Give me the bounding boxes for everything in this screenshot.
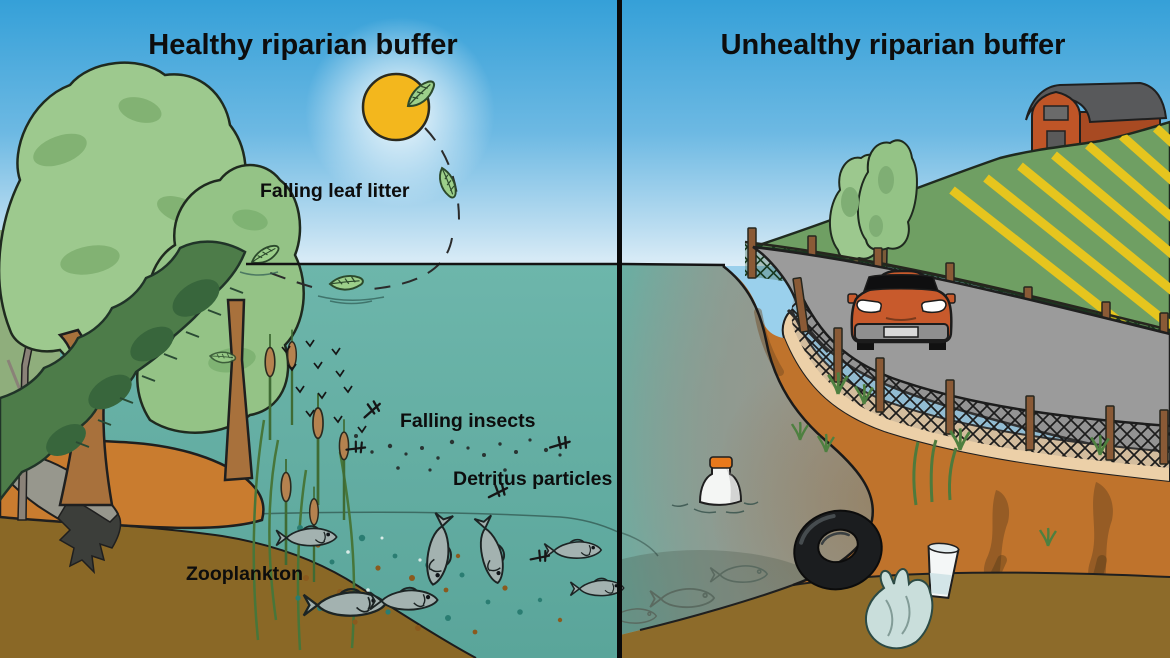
plastic-cup (927, 542, 960, 599)
title-right: Unhealthy riparian buffer (721, 29, 1066, 61)
crop-field-stripes (949, 124, 1170, 334)
headlight (921, 299, 947, 314)
leaf-fall-path (259, 127, 460, 290)
bank-grass-hatch (75, 287, 244, 448)
driftwood-log (0, 452, 122, 575)
lower-fence (786, 277, 1170, 468)
windshield (862, 274, 940, 292)
barn-window (1043, 105, 1069, 121)
bush-mass (0, 240, 247, 503)
ripples (239, 271, 385, 305)
detritus-dots (354, 434, 562, 472)
fence-posts (792, 277, 1169, 465)
cattails (252, 328, 356, 651)
plastic-bag (865, 568, 934, 650)
underwater-ledge (249, 511, 619, 533)
headlight (856, 299, 882, 314)
falling-leaves (208, 76, 460, 365)
label-falling-insects: Falling insects (400, 410, 536, 432)
sun-icon (361, 72, 431, 142)
ripples (671, 501, 759, 514)
title-left: Healthy riparian buffer (148, 29, 457, 61)
divider-line (617, 0, 622, 658)
tire (793, 509, 883, 591)
label-detritus-particles: Detritus particles (453, 468, 612, 490)
license-plate (883, 326, 919, 338)
grass-tufts-right (790, 370, 1111, 548)
label-falling-leaf-litter: Falling leaf litter (260, 180, 410, 202)
reeds (252, 419, 356, 651)
jug-cap (709, 456, 733, 469)
jug-buoy (671, 456, 759, 514)
healthy-side (0, 61, 659, 658)
label-zooplankton: Zooplankton (186, 563, 303, 585)
unhealthy-side (605, 81, 1170, 658)
eroded-bank (723, 266, 1170, 585)
waterline (621, 262, 726, 267)
car (847, 269, 956, 350)
